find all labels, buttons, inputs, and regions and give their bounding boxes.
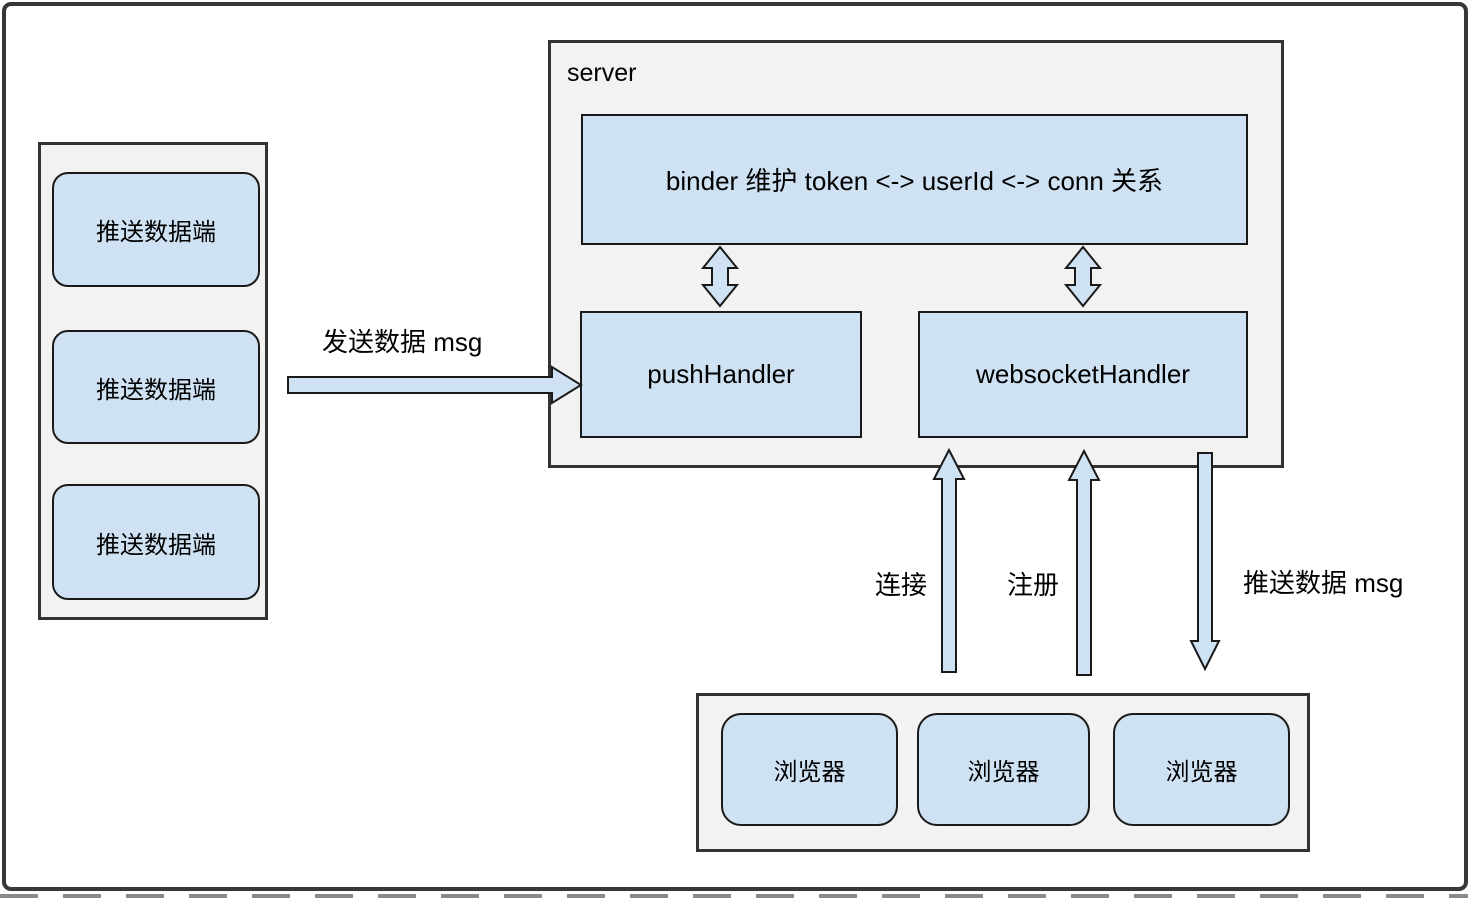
binder-box-label: binder 维护 token <-> userId <-> conn 关系: [665, 166, 1164, 196]
websocket-handler-box: websocketHandler: [918, 311, 1248, 438]
send-data-label: 发送数据 msg: [322, 327, 483, 357]
websocket-handler-label: websocketHandler: [976, 359, 1190, 389]
producer-box-label: 推送数据端: [96, 376, 216, 404]
browsers-group: 浏览器 浏览器 浏览器: [696, 693, 1310, 852]
browser-box: 浏览器: [917, 713, 1090, 826]
browser-box: 浏览器: [1113, 713, 1290, 826]
producer-box: 推送数据端: [52, 330, 260, 444]
browser-box: 浏览器: [721, 713, 898, 826]
producer-box-label: 推送数据端: [96, 219, 216, 246]
push-handler-box: pushHandler: [580, 311, 862, 438]
push-data-label: 推送数据 msg: [1243, 568, 1404, 598]
server-title: server: [567, 59, 637, 87]
browser-box-label: 浏览器: [1165, 759, 1238, 786]
binder-box: binder 维护 token <-> userId <-> conn 关系: [581, 114, 1248, 245]
register-label: 注册: [1007, 570, 1060, 600]
producer-box-label: 推送数据端: [96, 531, 216, 559]
producers-group: 推送数据端 推送数据端 推送数据端: [38, 142, 268, 620]
server-group: server binder 维护 token <-> userId <-> co…: [548, 40, 1284, 468]
producer-box: 推送数据端: [52, 172, 260, 287]
push-handler-label: pushHandler: [647, 359, 795, 389]
browser-box-label: 浏览器: [773, 759, 846, 786]
page-edge-dashes: [0, 894, 1468, 898]
connect-label: 连接: [875, 570, 928, 600]
browser-box-label: 浏览器: [967, 759, 1040, 786]
producer-box: 推送数据端: [52, 484, 260, 600]
